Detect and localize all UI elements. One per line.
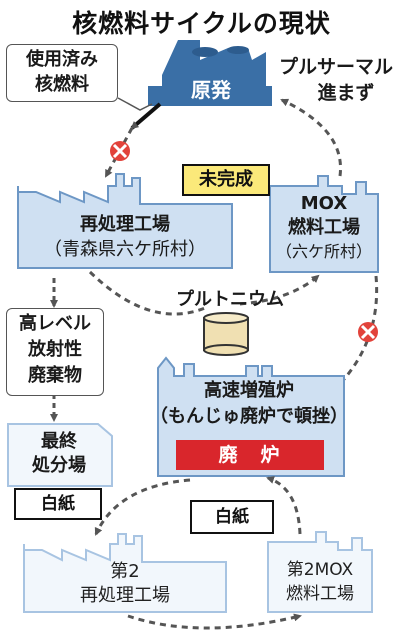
spent-fuel-line-2: 核燃料 <box>35 74 89 95</box>
fbr-name: 高速増殖炉 <box>204 380 294 401</box>
flow-arrow-fbr-to-second-reprocessing <box>94 478 191 536</box>
final-disposal-name-1: 最終 <box>41 431 77 452</box>
plutonium-label: プルトニウム <box>176 289 284 310</box>
second-reprocessing-icon <box>23 533 227 613</box>
second-reprocessing-line-2: 再処理工場 <box>80 585 170 606</box>
second-reprocessing-label: 第2 再処理工場 <box>28 560 222 608</box>
flow-arrow-mox-to-plant <box>280 98 343 177</box>
pluthermal-line-1: プルサーマル <box>278 56 393 78</box>
nuclear-plant-icon <box>148 40 272 106</box>
plant-label: 原発 <box>191 78 231 102</box>
second-reprocessing-line-1: 第2 <box>110 561 140 582</box>
stop-x-icon <box>358 322 378 342</box>
spent-fuel-callout: 使用済み 核燃料 <box>6 44 118 102</box>
final-disposal-name-2: 処分場 <box>32 455 86 476</box>
hlw-line-2: 放射性 <box>28 339 82 360</box>
reprocessing-plant-icon <box>17 173 233 269</box>
mox-plant-location: （六ケ所村） <box>275 242 372 261</box>
flow-arrow-plant-to-reprocessing <box>130 102 162 130</box>
stop-x-icon <box>110 141 130 161</box>
second-plants-status: 白紙 <box>190 500 274 534</box>
pluthermal-line-2: 進まず <box>317 82 375 104</box>
hlw-line-1: 高レベル <box>19 313 91 334</box>
reprocessing-plant-location: （青森県六ケ所村） <box>44 239 206 260</box>
fbr-label: 高速増殖炉 （もんじゅ廃炉で頓挫） <box>124 378 374 430</box>
page-title: 核燃料サイクルの現状 <box>72 9 331 38</box>
mox-plant-name-1: MOX <box>300 193 348 214</box>
reprocessing-plant-label: 再処理工場 （青森県六ケ所村） <box>22 212 228 262</box>
flow-arrow-second-mox-to-fbr <box>266 476 302 535</box>
final-disposal-status: 白紙 <box>14 488 102 520</box>
final-disposal-icon <box>7 423 113 487</box>
reprocessing-plant-name: 再処理工場 <box>80 214 170 235</box>
spent-fuel-line-1: 使用済み <box>26 49 98 70</box>
fbr-decommission-badge: 廃 炉 <box>176 440 324 470</box>
second-mox-label: 第2MOX 燃料工場 <box>270 558 370 606</box>
second-mox-line-2: 燃料工場 <box>286 584 354 604</box>
second-mox-icon <box>267 531 373 613</box>
mox-plant-label: MOX 燃料工場 （六ケ所村） <box>270 192 378 264</box>
hlw-box: 高レベル 放射性 廃棄物 <box>6 308 104 396</box>
flow-arc-to-mox <box>239 274 320 306</box>
flow-arrow-to-second-mox <box>127 613 302 630</box>
flow-arc-to-plutonium <box>88 270 206 316</box>
final-disposal-label: 最終 処分場 <box>14 430 104 478</box>
plutonium-drum-icon <box>203 312 249 356</box>
callout-line <box>117 97 153 111</box>
mox-plant-icon <box>269 175 379 273</box>
hlw-line-3: 廃棄物 <box>28 365 82 386</box>
fbr-sub: （もんじゅ廃炉で頓挫） <box>150 406 348 427</box>
unfinished-badge: 未完成 <box>182 164 270 196</box>
pluthermal-note: プルサーマル 進まず <box>272 54 400 106</box>
mox-plant-name-2: 燃料工場 <box>288 217 360 238</box>
second-mox-line-1: 第2MOX <box>286 560 354 580</box>
